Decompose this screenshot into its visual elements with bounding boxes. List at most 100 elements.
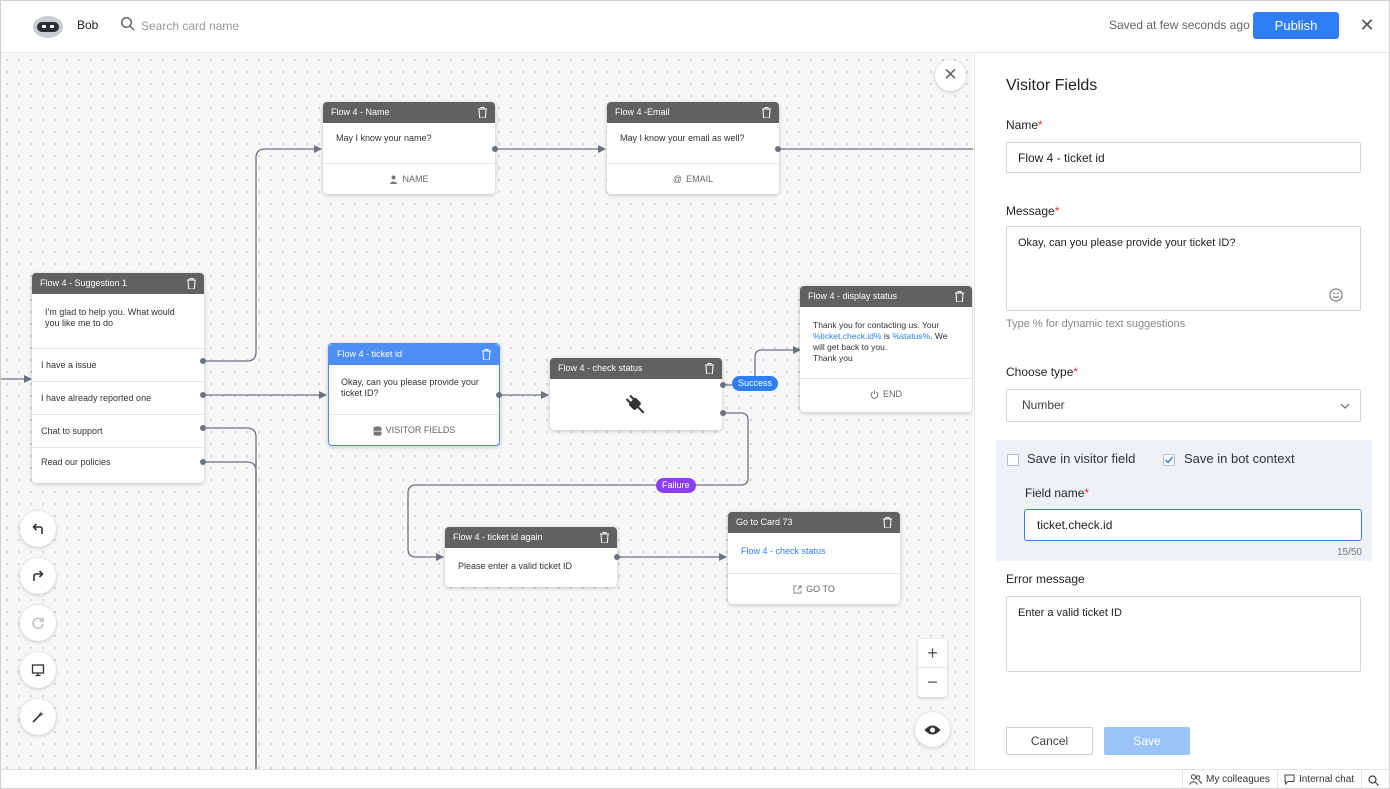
suggestion-option[interactable]: I have a issue [32,348,204,381]
close-icon[interactable]: ✕ [1359,15,1375,35]
trash-icon[interactable] [482,349,491,360]
zoom-in-button[interactable]: + [918,639,947,668]
field-name-input[interactable] [1024,509,1362,541]
connector-dot[interactable] [720,382,726,388]
goto-target-link[interactable]: Flow 4 - check status [741,546,826,556]
card-flow4-ticket-id[interactable]: Flow 4 - ticket id Okay, can you please … [328,343,500,446]
card-flow4-suggestion[interactable]: Flow 4 - Suggestion 1 I'm glad to help y… [32,273,206,483]
card-header[interactable]: Flow 4 - ticket id [329,344,499,365]
dynamic-variable: %status% [892,331,931,341]
top-bar: Bob Saved at few seconds ago Publish ✕ [1,1,1389,53]
divider [1361,770,1362,788]
refresh-icon [32,617,44,629]
card-title: Flow 4 - check status [558,363,643,373]
search-icon[interactable] [1368,775,1379,786]
trash-icon[interactable] [600,532,609,543]
connector-dot[interactable] [775,146,781,152]
view-toggle-button[interactable] [915,712,950,747]
connector-dot[interactable] [720,410,726,416]
card-footer-label: NAME [402,174,429,184]
error-message-value: Enter a valid ticket ID [1018,607,1122,619]
card-footer-label: GO TO [806,584,835,594]
connector-dot[interactable] [200,425,206,431]
connector-dot[interactable] [614,554,620,560]
external-link-icon [793,585,802,594]
card-footer: @EMAIL [607,163,779,194]
my-colleagues-button[interactable]: My colleagues [1189,774,1270,785]
card-message: Thank you for contacting us. Your %ticke… [800,307,972,378]
trash-icon[interactable] [883,517,892,528]
message-hint: Type % for dynamic text suggestions [1006,318,1186,330]
card-message: May I know your name? [336,133,432,143]
trash-icon[interactable] [955,291,964,302]
card-message: Okay, can you please provide your ticket… [341,377,479,398]
connector-dot[interactable] [492,146,498,152]
save-context-label[interactable]: Save in bot context [1184,451,1295,466]
save-visitor-label[interactable]: Save in visitor field [1027,451,1136,466]
trash-icon[interactable] [478,107,487,118]
trash-icon[interactable] [187,278,196,289]
card-flow4-display-status[interactable]: Flow 4 - display status Thank you for co… [800,286,972,412]
preview-button[interactable] [20,652,56,688]
visitor-fields-panel: Visitor Fields Name* Message* Okay, can … [974,54,1389,769]
redo-button[interactable] [20,558,56,594]
card-header[interactable]: Go to Card 73 [728,512,900,533]
save-context-checkbox[interactable] [1163,454,1175,466]
card-flow4-check-status[interactable]: Flow 4 - check status [550,358,722,430]
undo-button[interactable] [20,511,56,547]
card-flow4-email[interactable]: Flow 4 -Email May I know your email as w… [607,102,779,194]
cancel-button[interactable]: Cancel [1006,727,1093,755]
monitor-icon [31,664,45,677]
message-textarea[interactable]: Okay, can you please provide your ticket… [1006,226,1361,311]
card-header[interactable]: Flow 4 - Name [323,102,495,123]
save-visitor-checkbox[interactable] [1007,454,1019,466]
divider [1277,770,1278,788]
name-input[interactable] [1006,142,1361,173]
trash-icon[interactable] [705,363,714,374]
connector-dot[interactable] [496,392,502,398]
bot-avatar-icon[interactable] [32,13,64,39]
message-text: will get back to you. [813,342,888,352]
card-header[interactable]: Flow 4 -Email [607,102,779,123]
error-message-textarea[interactable]: Enter a valid ticket ID [1006,596,1361,672]
type-select[interactable]: Number [1006,389,1361,422]
connector-dot[interactable] [200,358,206,364]
internal-chat-button[interactable]: Internal chat [1284,774,1354,785]
card-flow4-ticket-id-again[interactable]: Flow 4 - ticket id again Please enter a … [445,527,617,587]
trash-icon[interactable] [762,107,771,118]
bot-name[interactable]: Bob [77,18,99,32]
card-header[interactable]: Flow 4 - ticket id again [445,527,617,548]
save-button[interactable]: Save [1104,727,1190,755]
field-name-label: Field name* [1025,486,1089,500]
chat-icon [1284,774,1295,785]
flow-canvas[interactable]: ✕ Flow 4 - Name May I know your name? NA… [1,54,973,769]
publish-button[interactable]: Publish [1253,12,1339,39]
success-edge-label[interactable]: Success [732,376,779,391]
zoom-out-button[interactable]: − [927,672,938,692]
suggestion-option[interactable]: Read our policies [32,447,204,478]
auto-arrange-button[interactable] [20,699,56,735]
canvas-close-button[interactable]: ✕ [935,60,966,91]
card-header[interactable]: Flow 4 - Suggestion 1 [32,273,204,294]
checkmark-icon [1164,456,1174,464]
refresh-button[interactable] [20,605,56,641]
emoji-icon[interactable] [1329,288,1343,302]
panel-title: Visitor Fields [1006,77,1098,94]
card-title: Flow 4 - ticket id [337,349,403,359]
card-header[interactable]: Flow 4 - display status [800,286,972,307]
plug-icon [625,394,645,413]
connector-dot[interactable] [200,392,206,398]
failure-edge-label[interactable]: Failure [656,478,696,493]
connector-dot[interactable] [200,459,206,465]
suggestion-option[interactable]: Chat to support [32,414,204,447]
option-label: I have a issue [41,360,97,370]
card-flow4-name[interactable]: Flow 4 - Name May I know your name? NAME [323,102,495,194]
card-header[interactable]: Flow 4 - check status [550,358,722,379]
card-message: I'm glad to help you. What would you lik… [45,307,175,328]
search-card-input[interactable] [141,15,361,37]
flow-connections [1,145,973,769]
zoom-controls: + − [918,639,947,697]
card-goto-73[interactable]: Go to Card 73 Flow 4 - check status GO T… [728,512,900,604]
suggestion-option[interactable]: I have already reported one [32,381,204,414]
